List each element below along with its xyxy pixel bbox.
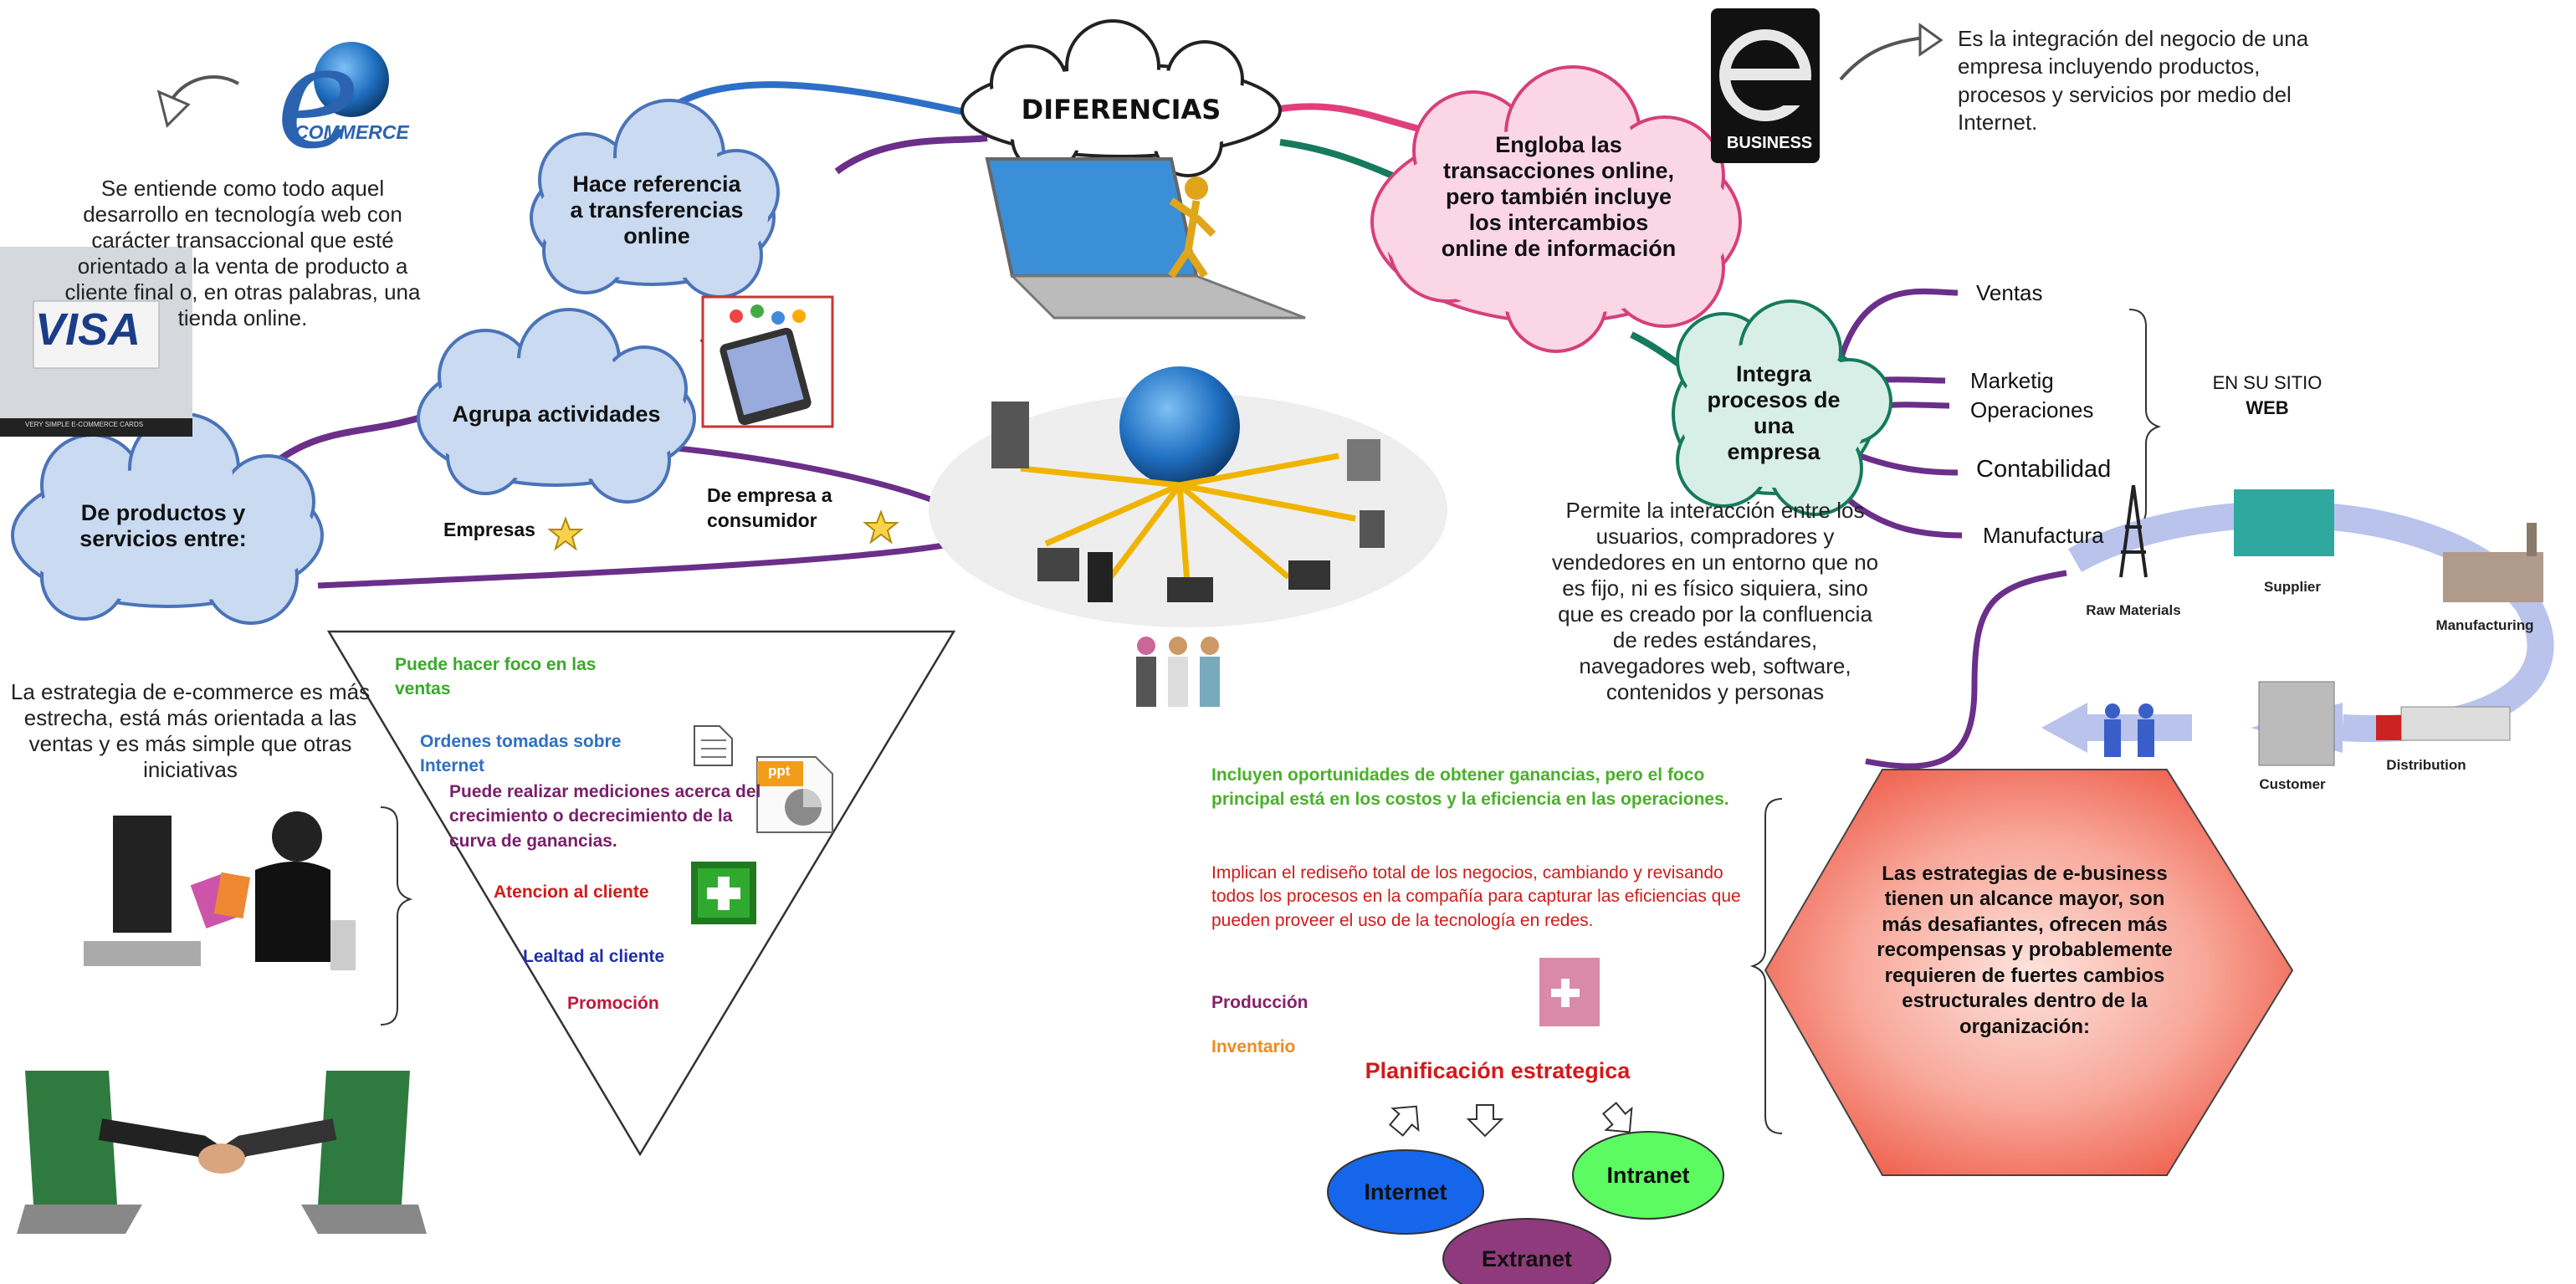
document-icon [694, 725, 733, 766]
ebusiness-logo-icon [1711, 8, 1820, 163]
arrow-down-icon [1602, 1102, 1633, 1133]
node-engloba-label: Engloba las transacciones online, pero t… [1441, 132, 1677, 261]
produccion-label: Producción [1211, 993, 1308, 1012]
ppt-icon [756, 756, 833, 833]
supply-distribution: Distribution [2386, 757, 2466, 773]
supply-chain-diagram [2041, 484, 2554, 766]
triangle-item-measure: Puede realizar mediciones acerca del cre… [449, 782, 761, 851]
ebusiness-redesign: Implican el rediseño total de los negoci… [1211, 863, 1741, 930]
process-marketing: Marketig [1970, 368, 2054, 393]
network-internet: Internet [1364, 1179, 1447, 1205]
triangle-item-orders: Ordenes tomadas sobre Internet [420, 732, 622, 776]
extranet-ellipse [1442, 1218, 1611, 1284]
hexagon-shape [1764, 769, 2294, 1176]
hexagon-text: Las estrategias de e-business tienen un … [1877, 862, 2173, 1038]
process-contabilidad: Contabilidad [1976, 456, 2112, 483]
node-integra-label: Integra procesos de una empresa [1707, 361, 1841, 464]
process-ventas: Ventas [1976, 280, 2043, 305]
ecommerce-logo-text: COMMERCE [294, 121, 409, 143]
intranet-ellipse [1572, 1131, 1724, 1220]
plus-pink-icon [1539, 958, 1600, 1026]
ebusiness-definition: Es la integración del negocio de una emp… [1958, 26, 2309, 135]
network-intranet: Intranet [1606, 1163, 1690, 1188]
handshake-laptops-image [17, 1071, 427, 1234]
node-group-label: Agrupa actividades [452, 402, 661, 427]
triangle-item-loyalty: Lealtad al cliente [523, 947, 665, 966]
visa-caption: VERY SIMPLE E-COMMERCE CARDS [25, 421, 144, 428]
b2c-label: De empresa a consumidor [707, 484, 832, 531]
internet-ellipse [1327, 1149, 1484, 1235]
ecommerce-strategy: La estrategia de e-commerce es más estre… [10, 679, 371, 782]
ebusiness-logo-text: BUSINESS [1726, 134, 1813, 152]
triangle-item-promotion: Promoción [567, 994, 659, 1013]
arrow-down-icon [1389, 1105, 1420, 1137]
ecommerce-definition: Se entiende como todo aquel desarrollo e… [64, 176, 421, 330]
node-products-label: De productos y servicios entre: [79, 500, 247, 551]
ebusiness-opportunities: Incluyen oportunidades de obtener gananc… [1211, 765, 1729, 810]
ecommerce-logo-icon: e [276, 15, 389, 181]
plus-green-icon [691, 862, 756, 924]
supply-customer: Customer [2259, 776, 2326, 792]
woman-shopping-image [84, 811, 356, 970]
triangle-item-sales: Puede hacer foco en las ventas [395, 655, 597, 699]
center-title: DIFERENCIAS [1021, 94, 1221, 125]
visa-card-image [0, 247, 192, 437]
network-extranet: Extranet [1481, 1246, 1573, 1271]
ebusiness-interaction: Permite la interacción entre los usuario… [1551, 498, 1879, 704]
supply-supplier: Supplier [2263, 579, 2321, 595]
star-icon [547, 516, 584, 551]
inventario-label: Inventario [1211, 1037, 1296, 1056]
empresas-label: Empresas [443, 519, 535, 540]
svg-text:e: e [276, 15, 361, 181]
supply-raw-materials: Raw Materials [2086, 602, 2181, 618]
bracket-right [1749, 798, 1783, 1134]
visa-logo-text: VISA [35, 304, 141, 355]
process-operaciones: Operaciones [1970, 397, 2094, 422]
ppt-label: ppt [768, 763, 791, 779]
connector-pink [1279, 103, 1423, 133]
connector-purple-top [834, 135, 988, 175]
supply-manufacturing: Manufacturing [2435, 617, 2534, 633]
network-globe-image [929, 366, 1447, 627]
star-icon [863, 509, 899, 545]
people-group-icon [1136, 637, 1220, 707]
bracket-left [380, 806, 413, 1026]
tablet-apps-image [701, 295, 834, 428]
bracket-web [2128, 309, 2162, 528]
planning-title: Planificación estrategica [1365, 1058, 1631, 1083]
process-manufactura: Manufactura [1983, 523, 2104, 548]
node-transfer-label: Hace referencia a transferencias online [570, 171, 744, 248]
web-label-2: WEB [2246, 397, 2289, 418]
triangle-item-service: Atencion al cliente [494, 882, 649, 902]
arrow-down-icon [1466, 1104, 1504, 1138]
connector-purple-left [265, 415, 420, 472]
curved-arrow-right-icon [1839, 36, 1925, 81]
laptop-illustration [985, 157, 1306, 320]
connector-purple-long [317, 444, 983, 589]
web-label-1: EN SU SITIO [2212, 372, 2322, 393]
